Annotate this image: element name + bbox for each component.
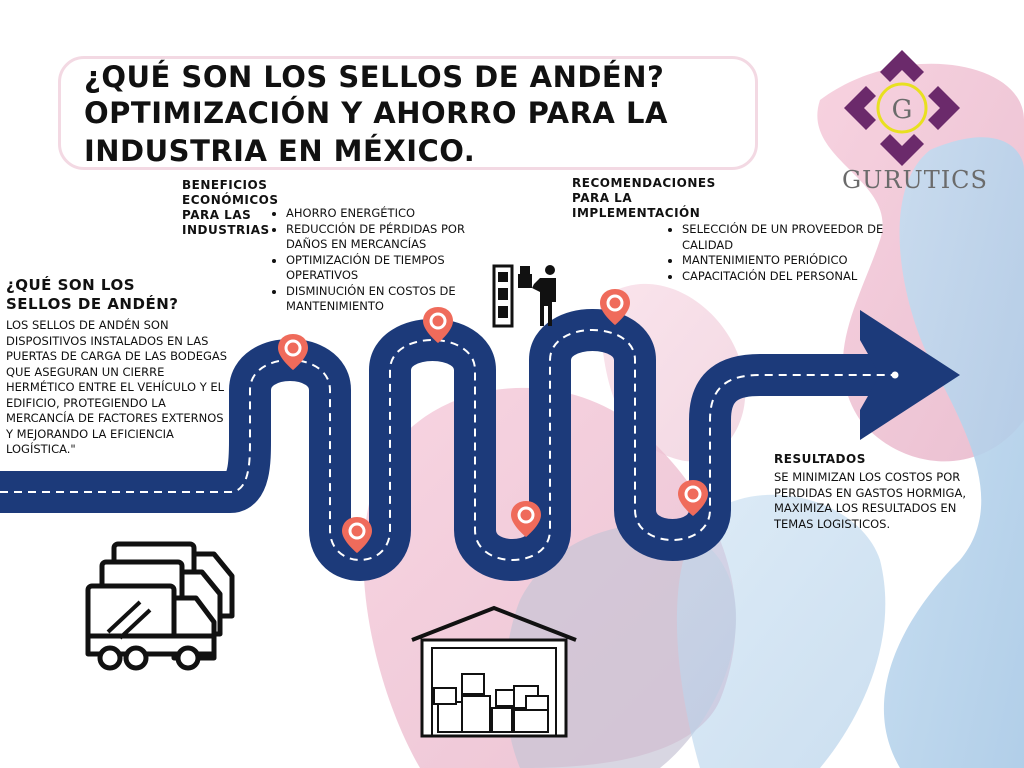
page-title-line-2: OPTIMIZACIÓN Y AHORRO PARA LA xyxy=(84,96,668,130)
map-pin-icon xyxy=(278,334,308,370)
list-item: SELECCIÓN DE UN PROVEEDOR DE CALIDAD xyxy=(682,222,912,253)
beneficios-list: AHORRO ENERGÉTICO REDUCCIÓN DE PÉRDIDAS … xyxy=(270,206,496,315)
list-item: OPTIMIZACIÓN DE TIEMPOS OPERATIVOS xyxy=(286,253,496,284)
list-item: CAPACITACIÓN DEL PERSONAL xyxy=(682,269,912,285)
truck-fleet-icon xyxy=(85,541,235,671)
title-box xyxy=(58,56,758,170)
map-pin-icon xyxy=(511,501,541,537)
heading-line: IMPLEMENTACIÓN xyxy=(572,206,701,220)
heading-line: RECOMENDACIONES xyxy=(572,176,716,190)
warehouse-icon xyxy=(411,605,577,738)
logo-letter: G xyxy=(892,95,913,125)
resultados-heading: RESULTADOS xyxy=(774,452,866,466)
heading-line: SELLOS DE ANDÉN? xyxy=(6,295,179,313)
map-pin-icon xyxy=(600,289,630,325)
heading-line: BENEFICIOS xyxy=(182,178,268,192)
heading-line: PARA LA xyxy=(572,191,633,205)
page-title-line-3: INDUSTRIA EN MÉXICO. xyxy=(84,134,476,168)
heading-line: ECONÓMICOS xyxy=(182,193,279,207)
list-item: REDUCCIÓN DE PÉRDIDAS POR DAÑOS EN MERCA… xyxy=(286,222,496,253)
worker-delivery-icon xyxy=(492,264,556,328)
que-son-body: LOS SELLOS DE ANDÉN SON DISPOSITIVOS INS… xyxy=(6,318,228,456)
page-title-line-1: ¿QUÉ SON LOS SELLOS DE ANDÉN? xyxy=(84,60,665,94)
beneficios-heading: BENEFICIOS ECONÓMICOS PARA LAS INDUSTRIA… xyxy=(182,178,279,238)
map-pin-icon xyxy=(423,307,453,343)
list-item: AHORRO ENERGÉTICO xyxy=(286,206,496,222)
resultados-body: SE MINIMIZAN LOS COSTOS POR PERDIDAS EN … xyxy=(774,470,966,531)
que-son-heading: ¿QUÉ SON LOS SELLOS DE ANDÉN? xyxy=(6,276,178,314)
heading-line: ¿QUÉ SON LOS xyxy=(6,276,136,294)
heading-line: INDUSTRIAS xyxy=(182,223,270,237)
recomendaciones-heading: RECOMENDACIONES PARA LA IMPLEMENTACIÓN xyxy=(572,176,716,221)
map-pin-icon xyxy=(342,517,372,553)
heading-line: PARA LAS xyxy=(182,208,252,222)
recomendaciones-list: SELECCIÓN DE UN PROVEEDOR DE CALIDAD MAN… xyxy=(666,222,912,284)
map-pin-icon xyxy=(678,480,708,516)
gurutics-logo-icon: G xyxy=(844,50,960,166)
list-item: DISMINUCIÓN EN COSTOS DE MANTENIMIENTO xyxy=(286,284,496,315)
list-item: MANTENIMIENTO PERIÓDICO xyxy=(682,253,912,269)
